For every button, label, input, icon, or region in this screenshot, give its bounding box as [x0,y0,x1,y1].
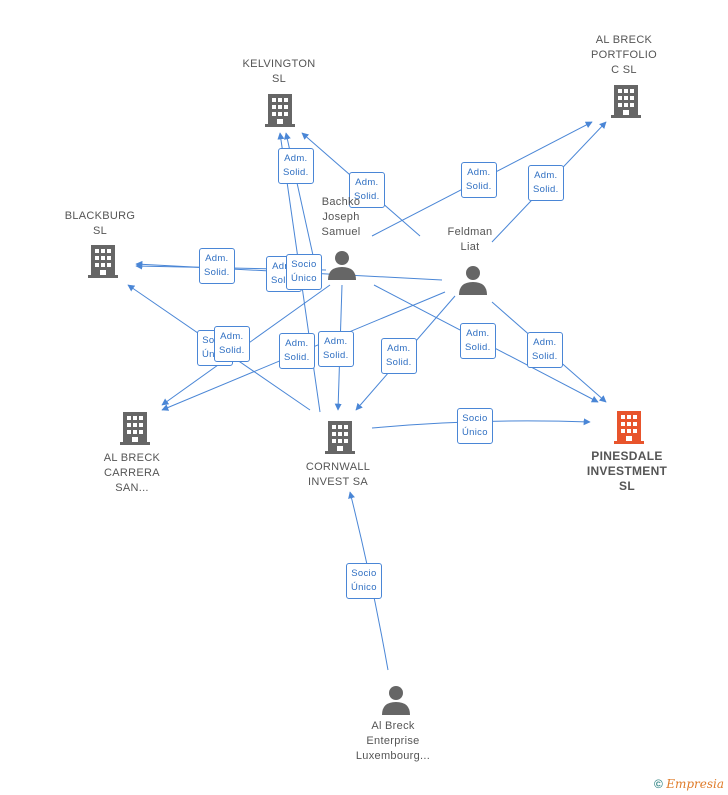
edge-label-adm-solid: Adm. Solid. [461,162,497,198]
building-icon[interactable] [610,83,642,119]
node-label-albreck-carrera: AL BRECK CARRERA SAN... [103,452,161,494]
edge-label-socio-unico: Socio Único [457,408,493,444]
node-label-bachko: Bachko Joseph Samuel [321,196,361,238]
node-label-cornwall: CORNWALL INVEST SA [305,461,371,488]
edge-label-adm-solid: Adm. Solid. [460,323,496,359]
person-icon[interactable] [381,685,411,715]
edge-label-adm-solid: Adm. Solid. [527,332,563,368]
node-label-feldman: Feldman Liat [447,226,493,253]
edge-label-adm-solid: Adm. Solid. [381,338,417,374]
person-icon[interactable] [458,265,488,295]
node-label-albreck-portfolio: AL BRECK PORTFOLIO C SL [590,34,658,76]
node-label-kelvington: KELVINGTON SL [242,58,316,85]
edge-label-adm-solid: Adm. Solid. [199,248,235,284]
node-label-blackburg: BLACKBURG SL [64,210,136,237]
edge-label-socio-unico: Socio Único [286,254,322,290]
building-icon[interactable] [264,92,296,128]
copyright-symbol: © [654,777,663,791]
footer-brand: © Empresia [654,777,724,791]
edge-label-socio-unico: Socio Único [346,563,382,599]
edge-label-adm-solid: Adm. Solid. [278,148,314,184]
building-icon[interactable] [613,409,645,445]
edge-label-adm-solid: Adm. Solid. [279,333,315,369]
person-icon[interactable] [327,250,357,280]
building-icon[interactable] [87,243,119,279]
edge-label-adm-solid: Adm. Solid. [214,326,250,362]
building-icon[interactable] [119,410,151,446]
edge-label-adm-solid: Adm. Solid. [349,172,385,208]
edge-label-adm-solid: Adm. Solid. [528,165,564,201]
node-label-pinesdale: PINESDALE INVESTMENT SL [586,449,668,493]
building-icon[interactable] [324,419,356,455]
node-label-albreck-enterprise: Al Breck Enterprise Luxembourg... [355,720,431,762]
brand-logo[interactable]: Empresia [666,777,724,791]
edge-label-adm-solid: Adm. Solid. [318,331,354,367]
